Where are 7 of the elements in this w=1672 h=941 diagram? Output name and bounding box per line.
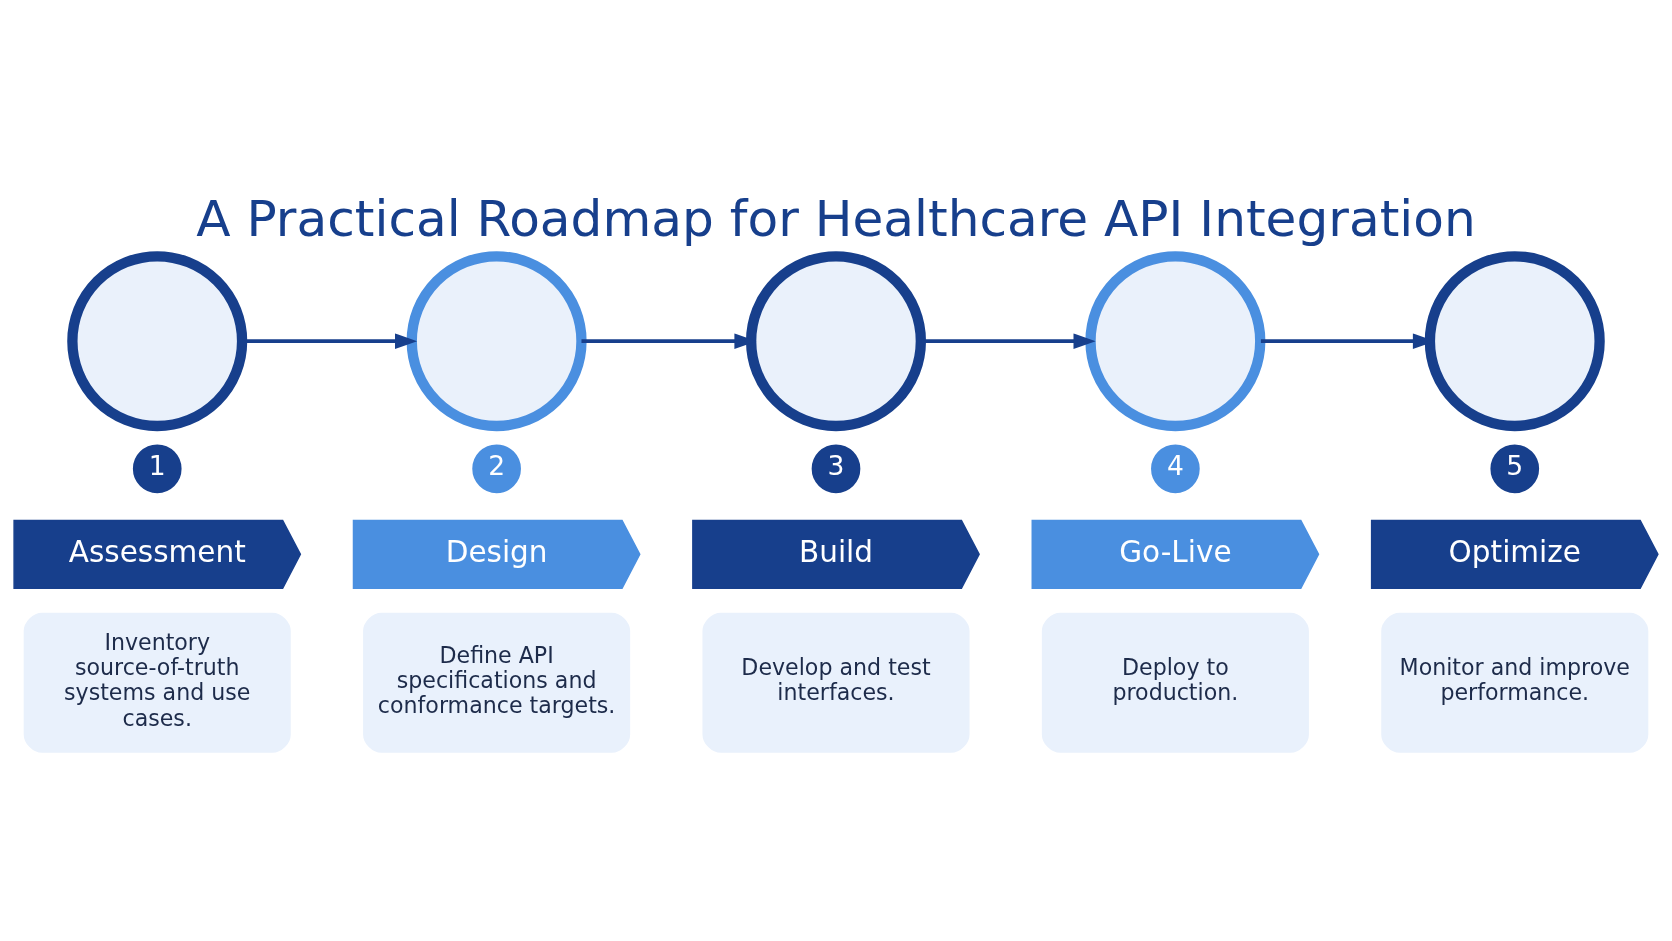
node-circle [406,250,587,431]
diagram-title: A Practical Roadmap for Healthcare API Integration [196,188,1476,248]
node-circle [1085,250,1266,431]
node-circle [67,250,248,431]
arrow [581,332,757,349]
node-circle [746,250,926,431]
node-circle [1424,250,1605,431]
